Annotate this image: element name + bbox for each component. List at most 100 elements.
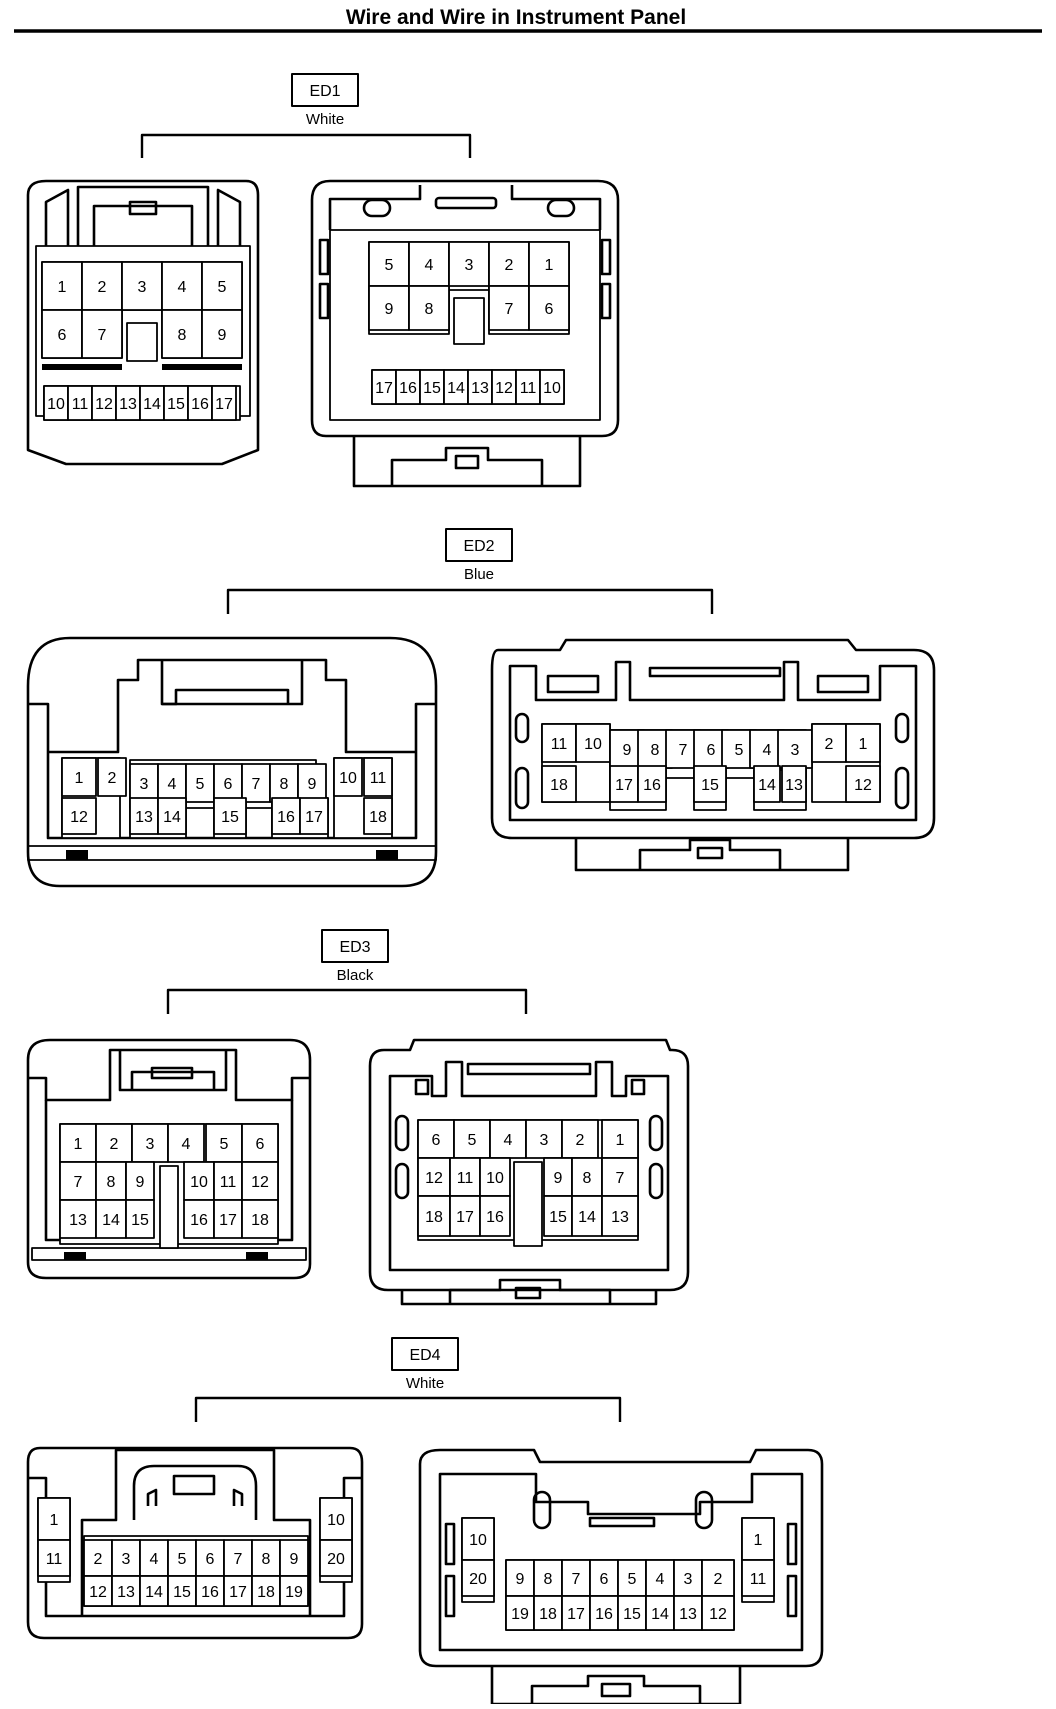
pin-cavity: [515, 369, 541, 405]
pin-number: 15: [701, 777, 719, 794]
pin-number: 16: [191, 396, 209, 413]
pin-cavity: [299, 797, 329, 835]
pin-number: 7: [616, 1170, 625, 1187]
pin-cavity: [368, 241, 410, 287]
pin-number: 18: [550, 777, 568, 794]
pin-number: 8: [262, 1551, 271, 1568]
pin-number: 5: [218, 279, 227, 296]
pin-number: 4: [504, 1132, 513, 1149]
pin-cavity: [121, 261, 163, 311]
pin-number: 15: [549, 1209, 567, 1226]
pin-cavity: [83, 1575, 113, 1607]
pin-number: 8: [107, 1174, 116, 1191]
pin-number: 4: [763, 742, 772, 759]
pin-number: 1: [75, 770, 84, 787]
pin-number: 9: [623, 742, 632, 759]
pin-number: 8: [583, 1170, 592, 1187]
pin-number: 15: [167, 396, 185, 413]
pin-number: 9: [385, 301, 394, 318]
pin-cavity: [693, 765, 727, 803]
pin-cavity: [601, 1195, 639, 1237]
connector-code-box: [391, 1337, 459, 1371]
pin-number: 17: [615, 777, 633, 794]
pin-number: 12: [251, 1174, 269, 1191]
pin-number: 13: [785, 777, 803, 794]
pin-number: 20: [327, 1551, 345, 1568]
connector-bracket: [166, 988, 528, 1014]
pin-cavity: [575, 723, 611, 763]
pin-cavity: [211, 385, 237, 421]
pin-number: 12: [709, 1606, 727, 1623]
pin-number: 5: [385, 257, 394, 274]
connector-code: ED4: [409, 1347, 440, 1364]
pin-cavity: [448, 241, 490, 287]
pin-cavity: [363, 757, 393, 797]
pin-cavity: [213, 1161, 243, 1201]
pin-number: 14: [102, 1212, 120, 1229]
connector-bracket: [226, 588, 714, 614]
pin-cavity: [241, 1199, 279, 1239]
pin-cavity: [617, 1595, 647, 1631]
pin-number: 18: [539, 1606, 557, 1623]
pin-number: 11: [520, 380, 537, 397]
pin-number: 15: [221, 809, 239, 826]
pin-cavity: [525, 1119, 563, 1159]
pin-number: 4: [178, 279, 187, 296]
pin-number: 10: [47, 396, 65, 413]
pin-cavity: [505, 1559, 535, 1597]
pin-number: 19: [511, 1606, 529, 1623]
pin-number: 11: [750, 1571, 767, 1588]
pin-number: 3: [684, 1571, 693, 1588]
pin-number: 6: [707, 742, 716, 759]
pin-number: 14: [758, 777, 776, 794]
pin-number: 2: [110, 1136, 119, 1153]
pin-number: 17: [215, 396, 233, 413]
pin-cavity: [251, 1575, 281, 1607]
pin-cavity: [157, 797, 187, 835]
pin-cavity: [528, 285, 570, 331]
pin-cavity: [741, 1559, 775, 1597]
pin-number: 14: [651, 1606, 669, 1623]
pin-number: 4: [656, 1571, 665, 1588]
pin-cavity: [609, 765, 639, 803]
pin-cavity: [533, 1595, 563, 1631]
pin-number: 6: [58, 327, 67, 344]
pin-cavity: [461, 1559, 495, 1597]
pin-cavity: [131, 1123, 169, 1163]
pin-number: 6: [432, 1132, 441, 1149]
male-housing: [490, 638, 936, 872]
pin-cavity: [201, 309, 243, 359]
pin-number: 15: [623, 1606, 641, 1623]
pin-number: 13: [117, 1584, 135, 1601]
connector-code: ED2: [463, 538, 494, 555]
pin-cavity: [637, 765, 667, 803]
connector-code-box: [291, 73, 359, 107]
pin-number: 16: [643, 777, 661, 794]
pin-number: 3: [138, 279, 147, 296]
pin-cavity: [139, 385, 165, 421]
pin-number: 2: [714, 1571, 723, 1588]
pin-number: 12: [425, 1170, 443, 1187]
pin-cavity: [753, 765, 781, 803]
polarizing-key: [126, 322, 158, 362]
pin-number: 3: [465, 257, 474, 274]
pin-cavity: [59, 1123, 97, 1163]
pin-cavity: [489, 1119, 527, 1159]
pin-number: 6: [224, 776, 233, 793]
pin-cavity: [83, 1539, 113, 1577]
pin-number: 12: [95, 396, 113, 413]
pin-number: 5: [220, 1136, 229, 1153]
pin-number: 15: [131, 1212, 149, 1229]
pin-number: 11: [551, 736, 568, 753]
pin-number: 1: [616, 1132, 625, 1149]
pin-cavity: [408, 285, 450, 331]
pin-cavity: [319, 1539, 353, 1577]
pin-number: 15: [423, 380, 441, 397]
pin-cavity: [43, 385, 69, 421]
pin-number: 18: [425, 1209, 443, 1226]
pin-number: 17: [219, 1212, 237, 1229]
pin-number: 13: [119, 396, 137, 413]
